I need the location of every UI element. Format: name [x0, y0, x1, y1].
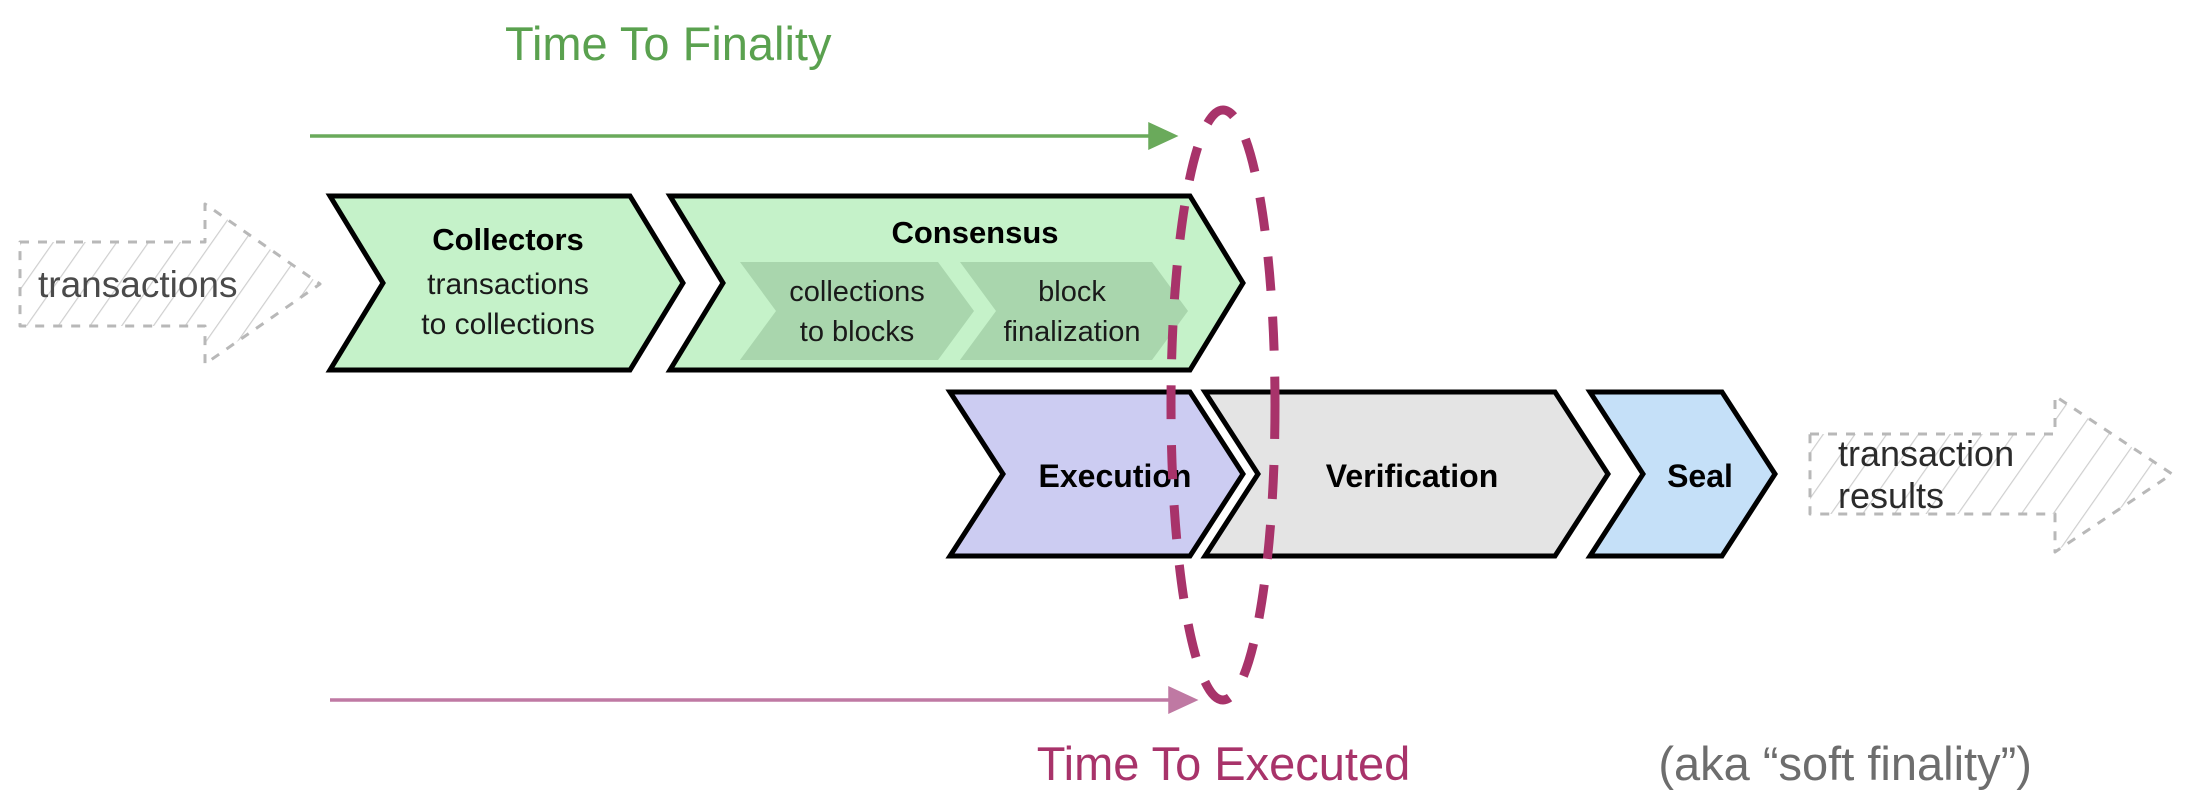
transaction-results-ghost-label-line-1: transaction — [1838, 433, 2014, 474]
stage-seal[interactable]: Seal — [1585, 389, 1778, 559]
time-to-executed-title-strong: Time To Executed — [1037, 737, 1411, 790]
time-to-executed-caption: Time To Executed (aka “soft finality”) — [920, 737, 2123, 790]
stage-collectors[interactable]: Collectors transactions to collections — [325, 193, 686, 373]
stage-collectors-title: Collectors — [432, 222, 584, 257]
substep-collections-to-blocks[interactable]: collections to blocks — [740, 262, 974, 360]
stage-collectors-subtitle-line-1: transactions — [427, 268, 589, 301]
finality-boundary-ellipse — [1166, 105, 1280, 705]
transactions-ghost-label: transactions — [38, 264, 238, 305]
stage-verification[interactable]: Verification — [1200, 389, 1611, 559]
time-to-finality-title: Time To Finality — [505, 17, 832, 70]
substep-collections-to-blocks-line-1: collections — [789, 276, 924, 308]
transaction-results-ghost-label-line-2: results — [1838, 475, 1944, 516]
stage-consensus[interactable]: Consensus collections to blocks block fi… — [665, 193, 1246, 373]
stage-execution[interactable]: Execution — [945, 389, 1246, 559]
substep-block-finalization-line-2: finalization — [1003, 316, 1140, 348]
substep-block-finalization[interactable]: block finalization — [960, 262, 1188, 360]
transactions-ghost-arrow: transactions — [18, 202, 322, 366]
stage-execution-title: Execution — [1039, 458, 1192, 494]
stage-seal-title: Seal — [1667, 458, 1733, 494]
time-to-finality-group: Time To Finality — [310, 17, 1179, 151]
stage-verification-title: Verification — [1326, 458, 1499, 494]
substep-block-finalization-line-1: block — [1038, 276, 1106, 308]
substep-collections-to-blocks-line-2: to blocks — [800, 316, 914, 348]
time-to-executed-title-muted: (aka “soft finality”) — [1658, 737, 2031, 790]
stage-collectors-subtitle-line-2: to collections — [421, 308, 594, 341]
transaction-results-ghost-arrow: transaction results — [1808, 394, 2174, 554]
stage-consensus-title: Consensus — [891, 215, 1058, 250]
time-to-executed-group: Time To Executed (aka “soft finality”) — [330, 685, 2123, 790]
